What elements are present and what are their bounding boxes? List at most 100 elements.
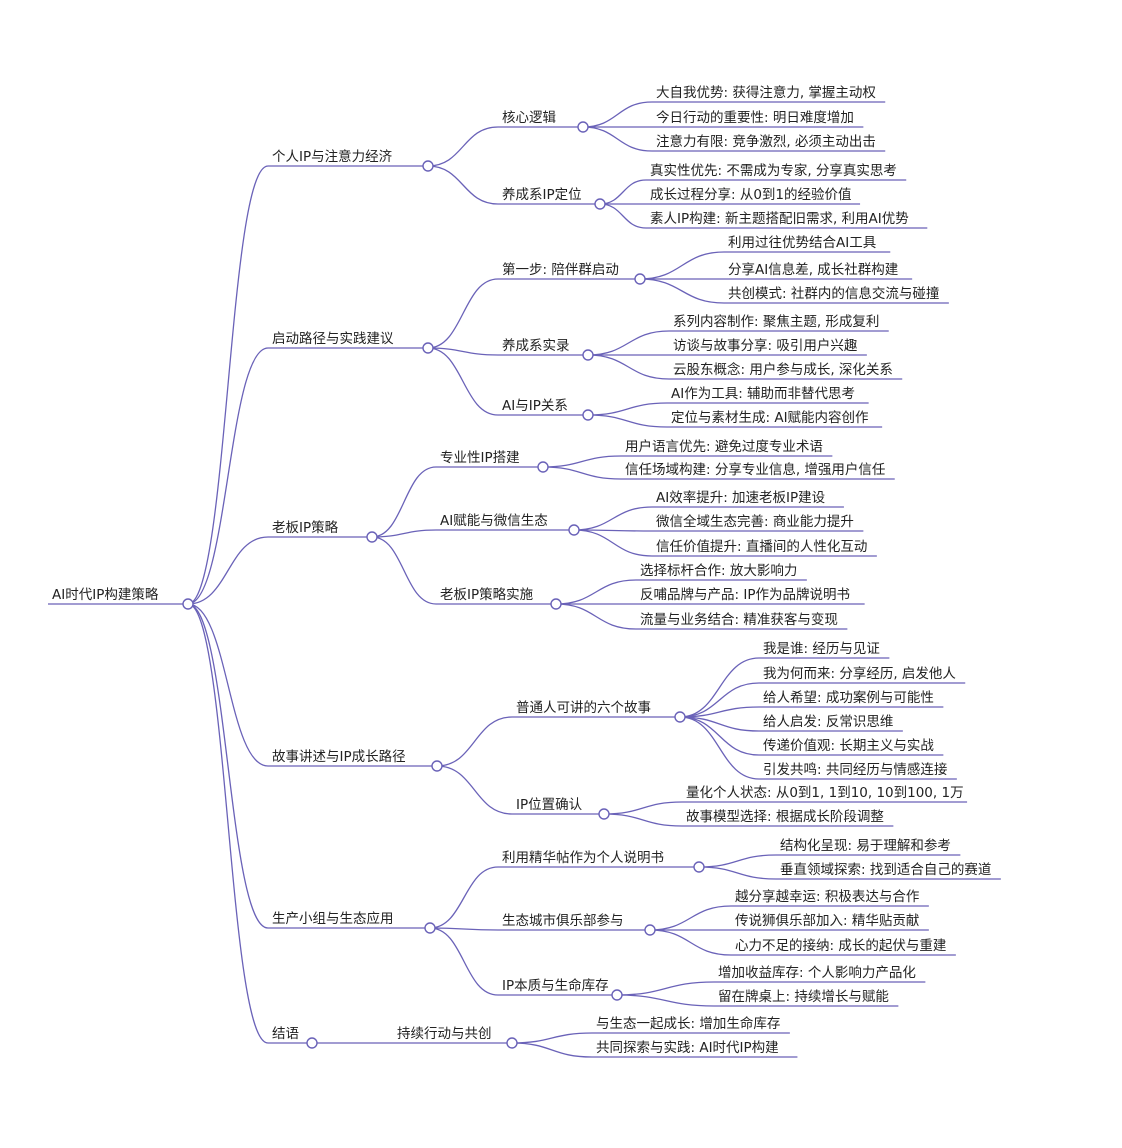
leaf-6-1-2[interactable]: 共同探索与实践: AI时代IP构建 bbox=[592, 1040, 798, 1058]
branch-2-collapse-toggle[interactable] bbox=[422, 342, 434, 354]
topic-4-1[interactable]: 普通人可讲的六个故事 bbox=[512, 700, 686, 723]
leaf-1-2-3[interactable]: 素人IP构建: 新主题搭配旧需求, 利用AI优势 bbox=[646, 211, 928, 229]
leaf-4-1-4[interactable]: 给人启发: 反常识思维 bbox=[759, 714, 903, 732]
topic-2-2[interactable]: 养成系实录 bbox=[498, 338, 594, 361]
edge-branch-4-to-topic-1 bbox=[436, 716, 513, 767]
leaf-5-3-1[interactable]: 增加收益库存: 个人影响力产品化 bbox=[714, 965, 926, 983]
leaf-2-1-2[interactable]: 分享AI信息差, 成长社群构建 bbox=[724, 261, 913, 280]
edge-branch-5-to-topic-3 bbox=[429, 927, 499, 996]
leaf-1-1-1[interactable]: 大自我优势: 获得注意力, 掌握主动权 bbox=[652, 84, 886, 103]
edge-topic-4-1-to-leaf-4 bbox=[679, 716, 760, 732]
root-topic[interactable]: AI时代IP构建策略 bbox=[48, 586, 194, 610]
leaf-3-2-3-label: 信任价值提升: 直播间的人性化互动 bbox=[656, 539, 867, 555]
leaf-2-2-1[interactable]: 系列内容制作: 聚焦主题, 形成复利 bbox=[669, 313, 889, 332]
leaf-4-1-3[interactable]: 给人希望: 成功案例与可能性 bbox=[759, 689, 944, 708]
leaf-1-2-1[interactable]: 真实性优先: 不需成为专家, 分享真实思考 bbox=[646, 162, 907, 181]
topic-4-1-collapse-toggle[interactable] bbox=[674, 711, 686, 723]
topic-5-3-label: IP本质与生命库存 bbox=[502, 977, 609, 994]
leaf-3-1-1[interactable]: 用户语言优先: 避免过度专业术语 bbox=[621, 438, 833, 457]
leaf-6-1-1[interactable]: 与生态一起成长: 增加生命库存 bbox=[592, 1015, 790, 1034]
topic-3-2[interactable]: AI赋能与微信生态 bbox=[436, 513, 580, 536]
edge-branch-3-to-topic-3 bbox=[371, 536, 437, 605]
branch-4-collapse-toggle[interactable] bbox=[431, 760, 443, 772]
topic-3-1-collapse-toggle[interactable] bbox=[537, 461, 549, 473]
branch-3-collapse-toggle[interactable] bbox=[366, 531, 378, 543]
edge-root-to-branch-5 bbox=[187, 603, 269, 929]
leaf-3-2-1[interactable]: AI效率提升: 加速老板IP建设 bbox=[652, 489, 844, 508]
leaf-1-1-3[interactable]: 注意力有限: 竞争激烈, 必须主动出击 bbox=[652, 133, 886, 152]
topic-3-3[interactable]: 老板IP策略实施 bbox=[436, 586, 562, 610]
edge-topic-6-1-to-leaf-1 bbox=[511, 1032, 593, 1044]
topic-6-1-collapse-toggle[interactable] bbox=[506, 1037, 518, 1049]
topic-5-3[interactable]: IP本质与生命库存 bbox=[498, 977, 623, 1001]
root-topic-collapse-toggle[interactable] bbox=[182, 598, 194, 610]
topic-5-2[interactable]: 生态城市俱乐部参与 bbox=[498, 912, 656, 936]
topic-3-3-collapse-toggle[interactable] bbox=[550, 598, 562, 610]
leaf-5-2-1[interactable]: 越分享越幸运: 积极表达与合作 bbox=[731, 888, 929, 907]
leaf-3-2-3[interactable]: 信任价值提升: 直播间的人性化互动 bbox=[652, 539, 877, 557]
topic-2-3[interactable]: AI与IP关系 bbox=[498, 398, 594, 421]
branch-1[interactable]: 个人IP与注意力经济 bbox=[268, 148, 434, 172]
topic-4-2[interactable]: IP位置确认 bbox=[512, 797, 610, 820]
topic-3-2-collapse-toggle[interactable] bbox=[568, 524, 580, 536]
leaf-5-3-2[interactable]: 留在牌桌上: 持续增长与赋能 bbox=[714, 988, 899, 1007]
topic-2-3-collapse-toggle[interactable] bbox=[582, 409, 594, 421]
leaf-2-2-3-label: 云股东概念: 用户参与成长, 深化关系 bbox=[673, 361, 893, 378]
edge-branch-2-to-topic-1 bbox=[427, 278, 499, 349]
leaf-3-2-2[interactable]: 微信全域生态完善: 商业能力提升 bbox=[652, 513, 864, 532]
leaf-3-1-2[interactable]: 信任场域构建: 分享专业信息, 增强用户信任 bbox=[621, 461, 895, 480]
topic-1-2[interactable]: 养成系IP定位 bbox=[498, 187, 606, 210]
topic-6-1[interactable]: 持续行动与共创 bbox=[393, 1026, 518, 1049]
topic-1-1[interactable]: 核心逻辑 bbox=[498, 110, 589, 133]
leaf-3-3-3[interactable]: 流量与业务结合: 精准获客与变现 bbox=[636, 611, 848, 630]
leaf-4-2-2[interactable]: 故事模型选择: 根据成长阶段调整 bbox=[682, 809, 894, 827]
leaf-5-1-2[interactable]: 垂直领域探索: 找到适合自己的赛道 bbox=[776, 862, 1001, 880]
leaf-1-2-1-label: 真实性优先: 不需成为专家, 分享真实思考 bbox=[650, 162, 897, 179]
topic-3-3-label: 老板IP策略实施 bbox=[440, 586, 534, 603]
topic-3-1[interactable]: 专业性IP搭建 bbox=[436, 450, 549, 473]
branch-5-collapse-toggle[interactable] bbox=[424, 922, 436, 934]
leaf-4-2-2-label: 故事模型选择: 根据成长阶段调整 bbox=[686, 809, 884, 825]
topic-5-1[interactable]: 利用精华帖作为个人说明书 bbox=[498, 850, 705, 873]
branch-2[interactable]: 启动路径与实践建议 bbox=[268, 331, 434, 354]
leaf-5-2-3[interactable]: 心力不足的接纳: 成长的起伏与重建 bbox=[731, 937, 956, 956]
leaf-1-1-2[interactable]: 今日行动的重要性: 明日难度增加 bbox=[652, 110, 864, 128]
branch-1-collapse-toggle[interactable] bbox=[422, 160, 434, 172]
leaf-2-1-3[interactable]: 共创模式: 社群内的信息交流与碰撞 bbox=[724, 285, 949, 304]
leaf-3-2-1-label: AI效率提升: 加速老板IP建设 bbox=[656, 489, 825, 506]
branch-6[interactable]: 结语 bbox=[268, 1026, 318, 1049]
edge-branch-1-to-topic-2 bbox=[427, 165, 499, 205]
leaf-5-1-1[interactable]: 结构化呈现: 易于理解和参考 bbox=[776, 837, 961, 856]
topic-5-2-collapse-toggle[interactable] bbox=[644, 924, 656, 936]
branch-5[interactable]: 生产小组与生态应用 bbox=[268, 910, 436, 934]
leaf-4-1-1[interactable]: 我是谁: 经历与见证 bbox=[759, 641, 890, 659]
branch-6-collapse-toggle[interactable] bbox=[306, 1037, 318, 1049]
edge-branch-1-to-topic-1 bbox=[427, 126, 499, 167]
topic-4-2-collapse-toggle[interactable] bbox=[598, 808, 610, 820]
edge-topic-5-3-to-leaf-1 bbox=[616, 981, 715, 996]
topic-2-1-collapse-toggle[interactable] bbox=[634, 273, 646, 285]
leaf-3-3-1[interactable]: 选择标杆合作: 放大影响力 bbox=[636, 563, 807, 581]
leaf-5-2-2[interactable]: 传说狮俱乐部加入: 精华贴贡献 bbox=[731, 913, 929, 931]
leaf-2-3-1[interactable]: AI作为工具: 辅助而非替代思考 bbox=[667, 386, 869, 404]
branch-4[interactable]: 故事讲述与IP成长路径 bbox=[268, 749, 443, 772]
leaf-2-1-1-label: 利用过往优势结合AI工具 bbox=[728, 235, 876, 251]
topic-5-3-collapse-toggle[interactable] bbox=[611, 989, 623, 1001]
leaf-2-3-2[interactable]: 定位与素材生成: AI赋能内容创作 bbox=[667, 409, 883, 428]
leaf-2-2-2[interactable]: 访谈与故事分享: 吸引用户兴趣 bbox=[669, 337, 867, 356]
leaf-1-2-2[interactable]: 成长过程分享: 从0到1的经验价值 bbox=[646, 186, 861, 205]
topic-1-1-collapse-toggle[interactable] bbox=[577, 121, 589, 133]
topic-5-1-collapse-toggle[interactable] bbox=[693, 861, 705, 873]
leaf-4-1-2[interactable]: 我为何而来: 分享经历, 启发他人 bbox=[759, 665, 966, 684]
leaf-4-1-6[interactable]: 引发共鸣: 共同经历与情感连接 bbox=[759, 761, 957, 780]
topic-1-2-collapse-toggle[interactable] bbox=[594, 198, 606, 210]
leaf-3-3-2[interactable]: 反哺品牌与产品: IP作为品牌说明书 bbox=[636, 586, 865, 605]
branch-3[interactable]: 老板IP策略 bbox=[268, 519, 378, 543]
topic-2-2-collapse-toggle[interactable] bbox=[582, 349, 594, 361]
leaf-4-1-5[interactable]: 传递价值观: 长期主义与实战 bbox=[759, 738, 944, 756]
leaf-4-2-1[interactable]: 量化个人状态: 从0到1, 1到10, 10到100, 1万 bbox=[682, 785, 968, 803]
leaf-2-1-1[interactable]: 利用过往优势结合AI工具 bbox=[724, 235, 891, 253]
topic-2-1[interactable]: 第一步: 陪伴群启动 bbox=[498, 261, 646, 285]
edge-topic-2-2-to-leaf-1 bbox=[587, 330, 670, 356]
leaf-2-2-3[interactable]: 云股东概念: 用户参与成长, 深化关系 bbox=[669, 361, 903, 380]
